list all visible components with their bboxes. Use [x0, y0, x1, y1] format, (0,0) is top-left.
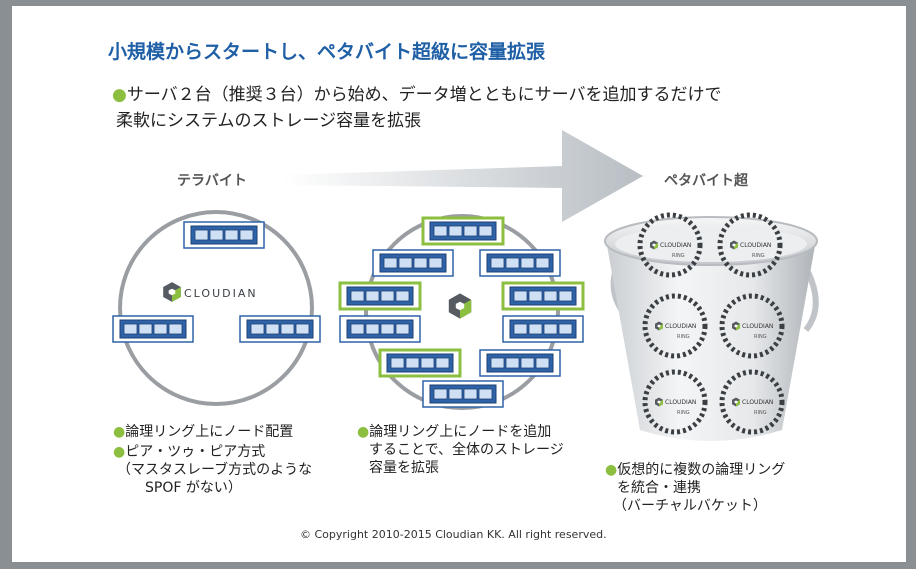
logical-ring-small [118, 210, 314, 406]
server-node-icon [183, 221, 265, 249]
note-left-sub-1: （マスタスレーブ方式のような [117, 462, 313, 478]
intro-line-2: 柔軟にシステムのストレージ容量を拡張 [116, 111, 422, 131]
arrow-label-petabyte: ペタバイト超 [664, 173, 748, 189]
note-middle-line-3: 容量を拡張 [369, 460, 439, 476]
server-node-icon [112, 315, 194, 343]
intro-text: ●サーバ２台（推奨３台）から始め、データ増とともにサーバを追加するだけで 柔軟に… [112, 82, 722, 134]
bullet-icon: ● [357, 424, 370, 440]
server-node-icon [479, 249, 561, 277]
bullet-icon: ● [113, 444, 126, 460]
server-node-icon [378, 348, 462, 378]
note-middle: ●論理リング上にノードを追加 することで、全体のストレージ 容量を拡張 [357, 423, 564, 477]
server-node-icon [338, 281, 422, 311]
note-right-line-1: 仮想的に複数の論理リング [617, 462, 786, 478]
logo-brand-text: CLOUDIAN [184, 287, 258, 300]
copyright-text: © Copyright 2010-2015 Cloudian KK. All r… [300, 528, 607, 541]
note-middle-line-1: 論理リング上にノードを追加 [369, 424, 552, 440]
growth-arrow [283, 130, 643, 222]
server-node-icon [421, 216, 505, 246]
bullet-icon: ● [605, 462, 618, 478]
logical-ring-large [364, 214, 560, 410]
note-left-bullet-1: 論理リング上にノード配置 [125, 424, 294, 440]
bullet-icon: ● [112, 85, 127, 105]
note-right-line-3: （バーチャルバケット） [613, 498, 767, 514]
server-node-icon [422, 380, 504, 408]
server-node-icon [479, 349, 561, 377]
intro-line-1: サーバ２台（推奨３台）から始め、データ増とともにサーバを追加するだけで [126, 85, 722, 105]
note-right-line-2: を統合・連携 [617, 480, 701, 496]
virtual-bucket-icon [604, 215, 819, 441]
note-left: ●論理リング上にノード配置 ●ピア・ツゥ・ピア方式 （マスタスレーブ方式のような… [113, 423, 312, 497]
server-node-icon [372, 249, 454, 277]
note-right: ●仮想的に複数の論理リング を統合・連携 （バーチャルバケット） [605, 461, 785, 515]
note-left-bullet-2: ピア・ツゥ・ピア方式 [125, 444, 266, 460]
server-node-icon [502, 315, 584, 343]
bullet-icon: ● [113, 424, 126, 440]
cloudian-logo-icon [163, 282, 181, 302]
slide-title: 小規模からスタートし、ペタバイト超級に容量拡張 [108, 41, 546, 63]
server-node-icon [239, 315, 321, 343]
server-node-icon [501, 281, 585, 311]
cloudian-logo-icon [448, 293, 472, 319]
note-middle-line-2: することで、全体のストレージ [369, 442, 564, 458]
note-left-sub-2: SPOF がない） [145, 480, 242, 496]
arrow-label-terabyte: テラバイト [177, 173, 247, 189]
server-node-icon [339, 315, 421, 343]
